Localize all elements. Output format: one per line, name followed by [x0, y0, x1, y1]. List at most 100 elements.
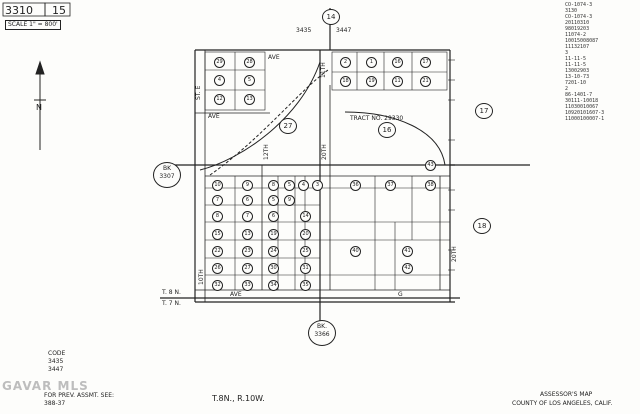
book-ref-bottom: BK. 3366 — [308, 320, 336, 346]
township-t7n: T. 7 N. — [162, 300, 181, 307]
watermark-logo: GAVAR MLS — [2, 379, 89, 393]
parcel-number: 34 — [268, 280, 279, 291]
parcel-number: 33 — [242, 280, 253, 291]
section-18-number: 18 — [477, 222, 487, 230]
book-ref-left: BK 3307 — [153, 162, 181, 188]
parcel-number: 7 — [242, 211, 253, 222]
parcel-number: 8 — [268, 180, 279, 191]
street-ave-mid: AVE — [208, 113, 220, 120]
parcel-number: 2 — [340, 57, 351, 68]
parcel-number: 4 — [298, 180, 309, 191]
record-number: 11074-2 — [565, 32, 587, 38]
record-number: 11-11-5 — [565, 62, 587, 68]
parcel-number: 25 — [300, 246, 311, 257]
page-box-right — [44, 2, 71, 17]
footer-county: COUNTY OF LOS ANGELES, CALIF. — [512, 400, 613, 407]
street-ave-top: AVE — [268, 54, 280, 61]
parcel-number: 16 — [392, 57, 403, 68]
parcel-number: 35 — [300, 280, 311, 291]
code-block-line1: 3435 — [48, 358, 64, 365]
parcel-number: 7 — [212, 195, 223, 206]
parcel-number: 15 — [212, 229, 223, 240]
parcel-number: 22 — [212, 246, 223, 257]
parcel-number: 6 — [268, 211, 279, 222]
section-top-circle: 14 — [322, 9, 340, 25]
footer-title: ASSESSOR'S MAP — [540, 391, 593, 398]
parcel-number: 19 — [268, 229, 279, 240]
record-number: 3 — [565, 50, 569, 56]
record-number: 11132107 — [565, 44, 590, 50]
street-12th: 12TH — [263, 144, 270, 160]
street-11th: 11TH — [320, 62, 327, 78]
parcel-number: 37 — [385, 180, 396, 191]
parcel-number: 6 — [242, 195, 253, 206]
record-number: 11-11-5 — [565, 56, 587, 62]
code-block-line2: 3447 — [48, 366, 64, 373]
section-27-circle: 27 — [279, 118, 297, 134]
tract-label: TRACT NO. 29330 — [350, 115, 404, 122]
parcel-number: 19 — [366, 76, 377, 87]
parcel-number: 24 — [268, 246, 279, 257]
parcel-number: 9 — [242, 180, 253, 191]
tract-curve-dashed — [209, 69, 329, 176]
footer-township: T.8N., R.10W. — [212, 394, 265, 403]
parcel-number: 26 — [212, 263, 223, 274]
record-number: 13002903 — [565, 68, 590, 74]
page-number-left: 3310 — [5, 4, 33, 17]
parcel-number: 14 — [300, 211, 311, 222]
parcel-number: 5 — [244, 75, 255, 86]
parcel-number: 13 — [242, 229, 253, 240]
parcel-number: 40 — [350, 246, 361, 257]
parcel-number: 31 — [300, 263, 311, 274]
section-17-number: 17 — [479, 107, 489, 115]
parcel-number: 20 — [300, 229, 311, 240]
code-block: CODE 3435 3447 — [48, 350, 65, 374]
parcel-number: 28 — [244, 57, 255, 68]
prev-assessment-ref: 388-37 — [44, 400, 66, 407]
record-number: 11030010067 — [565, 104, 599, 110]
parcel-number: 43 — [425, 160, 436, 171]
street-ave-bottom: AVE — [230, 291, 242, 298]
parcel-number: 11 — [392, 76, 403, 87]
parcel-number: 9 — [284, 195, 295, 206]
parcel-number: 32 — [212, 280, 223, 291]
parcel-number: 12 — [214, 94, 225, 105]
page-number-right: 15 — [52, 4, 66, 17]
parcel-number: 38 — [425, 180, 436, 191]
section-16-circle: 16 — [378, 122, 396, 138]
north-arrow-icon — [34, 60, 46, 150]
parcel-number: 13 — [244, 94, 255, 105]
parcel-block-topright — [331, 51, 448, 91]
code-right: 3447 — [336, 27, 352, 34]
record-number: 20110310 — [565, 20, 590, 26]
section-16-number: 16 — [382, 126, 392, 134]
record-number: 7201-10 — [565, 80, 587, 86]
parcel-number: 5 — [268, 195, 279, 206]
parcel-number: 36 — [350, 180, 361, 191]
book-ref-left-label: BK — [162, 165, 172, 172]
record-number: 13-10-73 — [565, 74, 590, 80]
parcel-number: 3 — [312, 180, 323, 191]
record-number: CO-1074-3 — [565, 14, 593, 20]
north-label: N — [36, 103, 42, 112]
parcel-number: 17 — [420, 57, 431, 68]
street-10th: 10TH — [198, 269, 205, 285]
parcel-number: 5 — [284, 180, 295, 191]
parcel-number: 8 — [212, 211, 223, 222]
tract-curve-left — [199, 61, 321, 171]
record-number: 10920101607-3 — [565, 110, 605, 116]
street-20th: 20TH — [321, 144, 328, 160]
parcel-number: 29 — [214, 57, 225, 68]
record-number: 2 — [565, 86, 569, 92]
book-ref-left-number: 3307 — [159, 173, 175, 180]
parcel-number: 27 — [242, 263, 253, 274]
prev-assessment-label: FOR PREV. ASSMT. SEE: — [44, 392, 115, 399]
street-ave-g: G — [398, 291, 403, 298]
book-ref-bottom-label: BK. — [317, 323, 327, 330]
street-20th-right: 20TH — [451, 246, 458, 262]
record-number: CO-1074-3 — [565, 2, 593, 8]
parcel-number: 41 — [402, 246, 413, 257]
parcel-number: 18 — [340, 76, 351, 87]
